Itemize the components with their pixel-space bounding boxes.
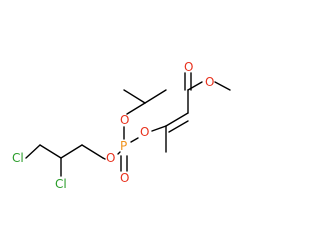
bond-c-c-double-b	[168, 120, 189, 133]
atom-o-vinyl: O	[140, 125, 149, 139]
bonds	[25, 72, 231, 177]
atom-o-methoxy: O	[205, 75, 214, 89]
atom-o-ester-ch2: O	[106, 151, 115, 165]
bond-ch2-o	[102, 157, 106, 160]
bond-ch2-c	[81, 144, 104, 159]
atom-p: P	[120, 139, 127, 153]
atom-cl1: Cl	[12, 151, 24, 165]
atom-o-carbonyl: O	[184, 60, 193, 74]
bond-ipr-me2	[144, 89, 167, 104]
bond-c-o-methoxy	[187, 81, 203, 91]
bond-o-p-left	[117, 151, 121, 155]
atom-cl2: Cl	[55, 177, 67, 191]
atom-o-phosphoryl: O	[120, 171, 129, 185]
bond-ch-ch2	[60, 144, 83, 159]
bond-o-c-vinyl	[151, 125, 167, 132]
bond-c-c-double-a	[165, 112, 189, 127]
chemical-structure-diagram: Cl Cl O P O O O O O	[12, 60, 231, 191]
atom-labels: Cl Cl O P O O O O O	[12, 60, 214, 191]
bond-p-o-vinyl	[130, 137, 139, 143]
bond-cl1-c	[25, 144, 41, 159]
atom-o-isopropyl: O	[120, 113, 129, 127]
bond-o-me	[214, 81, 231, 91]
bond-c-ch	[39, 144, 62, 159]
bond-ipr-me1	[123, 89, 146, 104]
bond-o-ch-ipr	[126, 102, 146, 115]
